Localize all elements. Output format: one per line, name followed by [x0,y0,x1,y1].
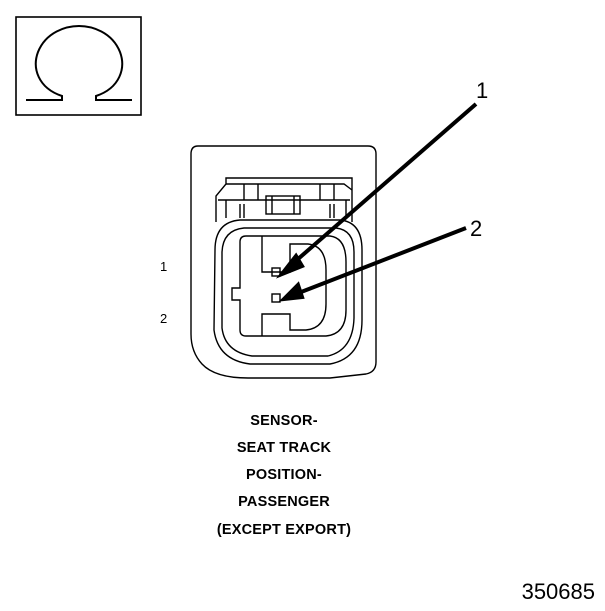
callout-label-2: 2 [470,216,483,241]
caption-line-4: PASSENGER [238,494,330,510]
callout-label-1: 1 [476,78,489,103]
caption-line-2: SEAT TRACK [236,440,332,456]
caption-line-3: POSITION- [246,467,322,483]
pin-number-1: 1 [160,259,168,274]
connector-body [190,145,377,379]
caption-line-1: SENSOR- [250,413,318,429]
ohm-symbol-icon [15,16,142,116]
pin-number-2: 2 [160,311,168,326]
caption-line-5: (EXCEPT EXPORT) [216,522,352,538]
figure-id: 350685 [521,579,595,604]
callout-leaders [275,102,478,302]
